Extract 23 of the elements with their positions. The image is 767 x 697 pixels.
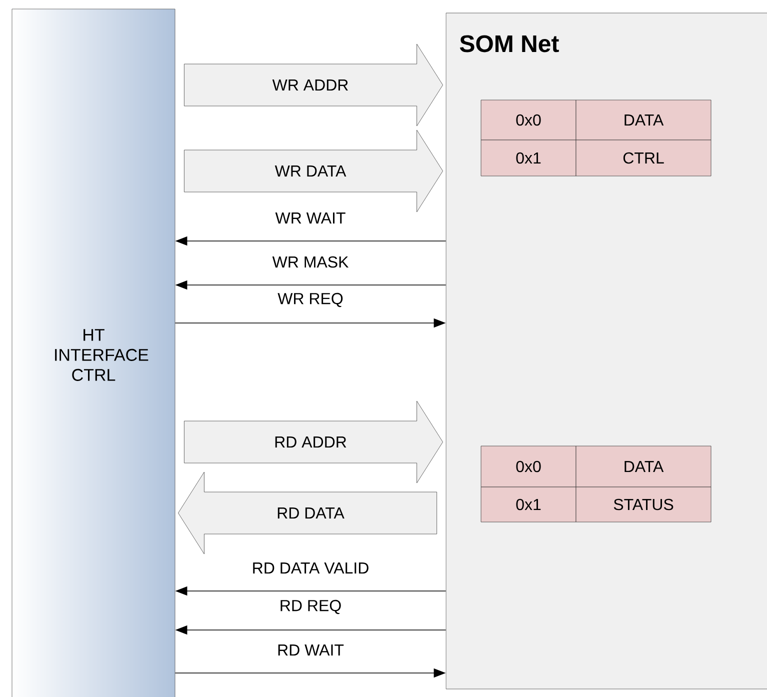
edge-label: WR REQ — [278, 292, 343, 308]
edge-label: RD DATA — [276, 506, 346, 520]
edge-label: WR MASK — [272, 256, 349, 268]
bus-arrow — [184, 130, 443, 212]
register-cell: 0x1 — [480, 140, 576, 176]
edge-label: RD ADDR — [273, 436, 348, 449]
register-cell: CTRL — [576, 140, 712, 176]
edge-label: WR DATA — [274, 164, 348, 178]
register-cell: 0x0 — [480, 100, 576, 140]
register-cell: DATA — [576, 100, 712, 140]
edge-label: RD REQ — [280, 600, 341, 614]
edge-label: RD DATA VALID — [253, 562, 368, 574]
module-box: HT INTERFACE CTRL — [12, 8, 176, 697]
bus-arrow — [178, 472, 437, 554]
register-cell: 0x0 — [480, 446, 576, 488]
edge-label: RD WAIT — [278, 644, 344, 656]
register-cell: STATUS — [576, 486, 712, 522]
register-cell: 0x1 — [480, 486, 576, 522]
edge-label: WR ADDR — [271, 78, 350, 92]
register-cell: DATA — [576, 446, 712, 488]
bus-arrow — [184, 44, 443, 126]
bus-arrow — [184, 400, 443, 484]
edge-label: WR WAIT — [275, 212, 346, 224]
